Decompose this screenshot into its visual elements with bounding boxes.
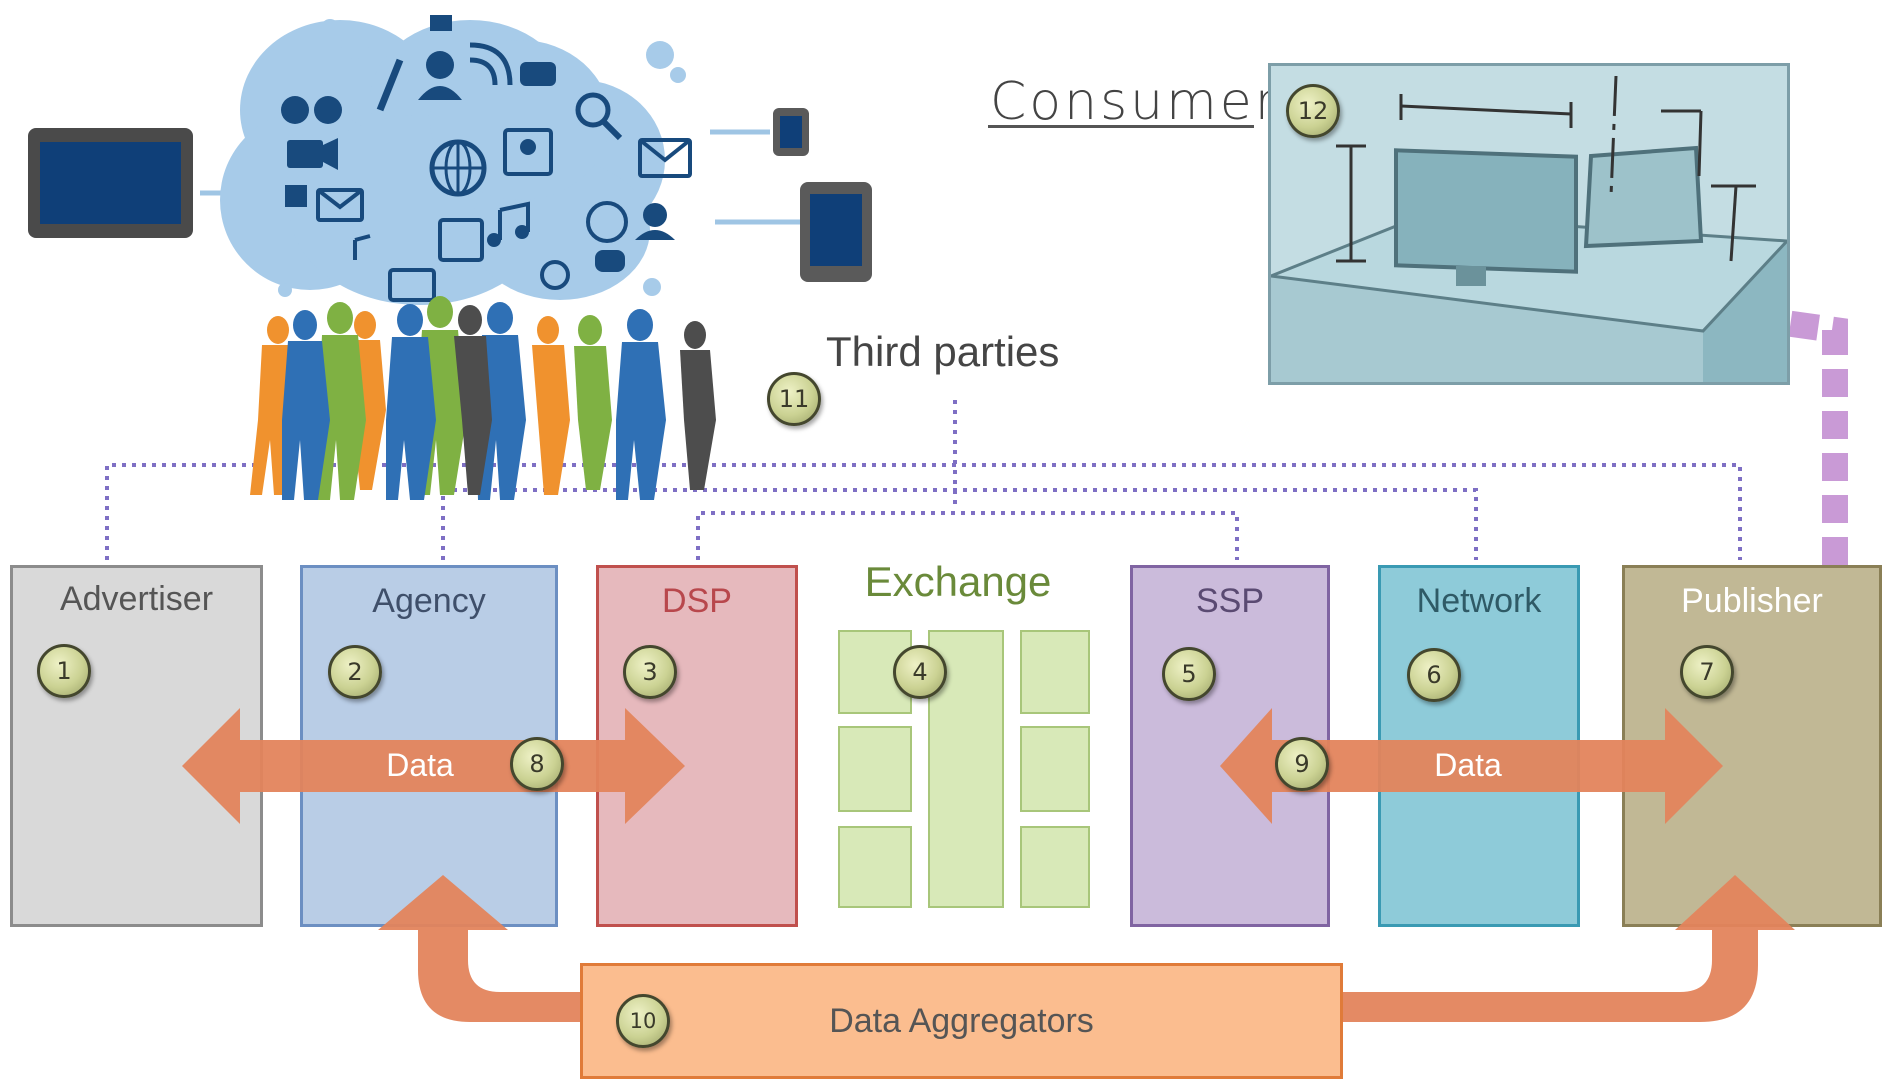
smartphone-device xyxy=(773,108,809,156)
aggregator-arrow-publisher xyxy=(1330,875,1795,1022)
tablet-screen xyxy=(810,194,862,266)
badge-1: 1 xyxy=(37,644,91,698)
exchange-cell xyxy=(838,826,912,908)
data-label-left: Data xyxy=(386,747,454,783)
consumer-link-line xyxy=(1748,305,1848,565)
data-aggregators-label: Data Aggregators xyxy=(829,1002,1094,1040)
ssp-label: SSP xyxy=(1195,582,1265,620)
media-icons xyxy=(281,15,692,302)
exchange-title: Exchange xyxy=(864,558,1052,605)
third-party-line-outer xyxy=(105,463,1742,560)
dsp-label: DSP xyxy=(662,582,732,620)
badge-10: 10 xyxy=(616,994,670,1048)
crowd-people xyxy=(250,296,716,500)
consumer-illustration xyxy=(1268,63,1790,385)
badge-3: 3 xyxy=(623,645,677,699)
badge-8: 8 xyxy=(510,737,564,791)
data-arrow-right xyxy=(1220,708,1723,824)
badge-5: 5 xyxy=(1162,647,1216,701)
exchange-cell xyxy=(1020,726,1090,812)
consumer-title: Consumer xyxy=(990,72,1280,132)
badge-4: 4 xyxy=(893,645,947,699)
data-label-right: Data xyxy=(1434,747,1502,783)
agency-label: Agency xyxy=(372,582,486,620)
exchange-grid xyxy=(838,630,1090,908)
exchange-cell xyxy=(1020,826,1090,908)
third-party-line-inner xyxy=(696,511,1239,560)
advertiser-label: Advertiser xyxy=(59,580,214,618)
consumer-desk-drawing xyxy=(1270,75,1789,382)
badge-9: 9 xyxy=(1275,737,1329,791)
third-parties-label: Third parties xyxy=(826,328,1060,375)
tablet-device xyxy=(800,182,872,282)
badge-12: 12 xyxy=(1286,84,1340,138)
social-cloud-illustration xyxy=(220,15,716,500)
exchange-cell xyxy=(838,726,912,812)
data-aggregators-box: Data Aggregators xyxy=(580,963,1343,1079)
network-label: Network xyxy=(1416,582,1542,620)
smartphone-screen xyxy=(780,116,802,148)
exchange-cell xyxy=(1020,630,1090,714)
monitor-screen xyxy=(40,142,181,224)
badge-2: 2 xyxy=(328,645,382,699)
consumer-underline xyxy=(988,125,1254,128)
monitor-device xyxy=(28,128,193,238)
publisher-label: Publisher xyxy=(1681,582,1823,620)
badge-7: 7 xyxy=(1680,645,1734,699)
badge-11: 11 xyxy=(767,372,821,426)
data-arrow-left xyxy=(182,708,685,824)
badge-6: 6 xyxy=(1407,648,1461,702)
aggregator-arrow-agency xyxy=(378,875,600,1022)
